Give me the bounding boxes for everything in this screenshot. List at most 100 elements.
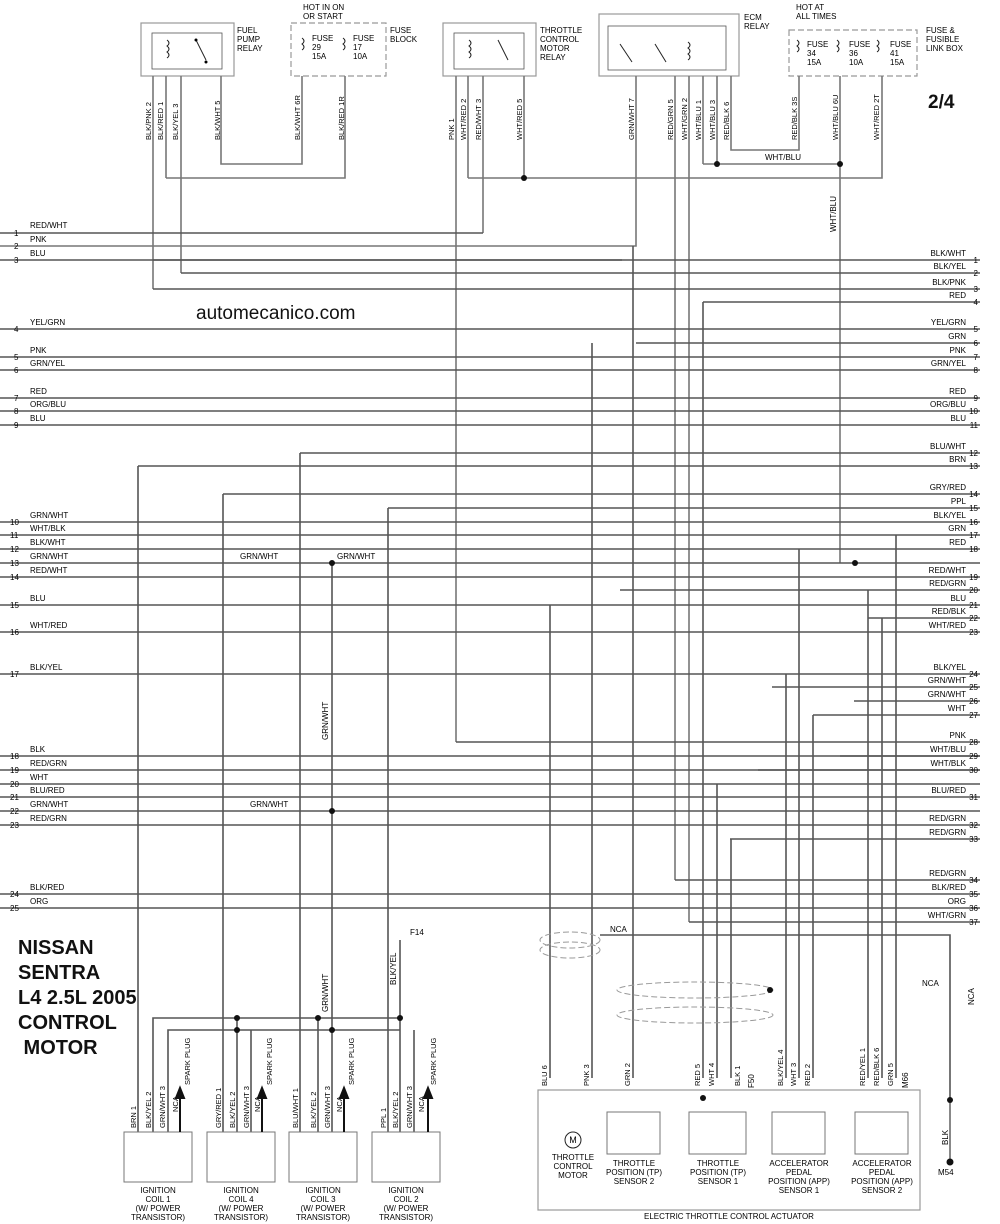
svg-text:WHT: WHT (948, 704, 966, 713)
svg-text:NCA: NCA (253, 1096, 262, 1112)
svg-text:RED/GRN 5: RED/GRN 5 (666, 99, 675, 140)
svg-text:4: 4 (14, 325, 19, 334)
svg-text:ELECTRIC THROTTLE CONTROL ACTU: ELECTRIC THROTTLE CONTROL ACTUATOR (644, 1212, 814, 1221)
svg-text:BRN 1: BRN 1 (129, 1106, 138, 1128)
title-line-2: SENTRA (18, 962, 101, 984)
svg-text:(W/ POWER: (W/ POWER (219, 1204, 264, 1213)
svg-text:SENSOR 1: SENSOR 1 (698, 1177, 739, 1186)
svg-text:FUSE: FUSE (890, 40, 911, 49)
svg-text:10: 10 (969, 407, 978, 416)
ignition-coil-2: PPL 1 BLK/YEL 2 GRN/WHT 3 NCA SPARK PLUG… (371, 1037, 441, 1222)
svg-text:BLK: BLK (30, 745, 46, 754)
svg-text:F50: F50 (747, 1074, 756, 1088)
svg-text:WHT/BLU: WHT/BLU (829, 196, 838, 232)
svg-text:BLU/WHT: BLU/WHT (930, 442, 966, 451)
svg-text:9: 9 (974, 394, 979, 403)
svg-text:34: 34 (807, 49, 816, 58)
svg-text:10A: 10A (849, 58, 864, 67)
svg-text:ECM: ECM (744, 13, 762, 22)
svg-text:24: 24 (969, 670, 978, 679)
svg-text:COIL 2: COIL 2 (393, 1195, 419, 1204)
svg-text:18: 18 (10, 752, 19, 761)
svg-text:PPL 1: PPL 1 (379, 1108, 388, 1128)
svg-text:RED/BLK: RED/BLK (932, 607, 967, 616)
svg-text:MOTOR: MOTOR (540, 44, 570, 53)
svg-text:WHT 4: WHT 4 (707, 1063, 716, 1086)
svg-text:20: 20 (10, 780, 19, 789)
svg-text:WHT/BLU 3: WHT/BLU 3 (708, 100, 717, 140)
svg-text:11: 11 (10, 531, 19, 540)
svg-text:RED: RED (949, 291, 966, 300)
svg-text:WHT/BLK: WHT/BLK (30, 524, 66, 533)
svg-text:POSITION (APP): POSITION (APP) (851, 1177, 913, 1186)
svg-text:CONTROL: CONTROL (553, 1162, 593, 1171)
svg-text:30: 30 (969, 766, 978, 775)
shield-lines (539, 931, 774, 1024)
fuse-block-label-2: BLOCK (390, 35, 418, 44)
svg-text:25: 25 (10, 904, 19, 913)
svg-text:BLK/RED: BLK/RED (932, 883, 966, 892)
svg-text:RED/WHT: RED/WHT (929, 566, 966, 575)
svg-text:SPARK PLUG: SPARK PLUG (183, 1037, 192, 1085)
svg-text:GRN/WHT 3: GRN/WHT 3 (323, 1086, 332, 1128)
fuel-pump-relay-label-1: FUEL (237, 26, 258, 35)
title-line-5: MOTOR (18, 1037, 98, 1059)
svg-text:BLU 6: BLU 6 (540, 1065, 549, 1086)
svg-text:17: 17 (969, 531, 978, 540)
svg-text:BLK/YEL 2: BLK/YEL 2 (144, 1092, 153, 1128)
svg-text:WHT/BLU 1: WHT/BLU 1 (694, 100, 703, 140)
svg-text:12: 12 (10, 545, 19, 554)
svg-text:BLK/YEL: BLK/YEL (934, 663, 967, 672)
svg-text:15: 15 (969, 504, 978, 513)
svg-text:GRN/WHT: GRN/WHT (30, 800, 68, 809)
svg-text:WHT: WHT (30, 773, 48, 782)
svg-text:GRN/WHT: GRN/WHT (321, 974, 330, 1012)
svg-text:BLK/YEL 2: BLK/YEL 2 (391, 1092, 400, 1128)
svg-text:7: 7 (14, 394, 19, 403)
svg-text:BLK/PNK 2: BLK/PNK 2 (144, 102, 153, 140)
svg-text:2: 2 (14, 242, 19, 251)
svg-text:29: 29 (969, 752, 978, 761)
svg-text:RED/BLK 6: RED/BLK 6 (722, 102, 731, 140)
svg-text:BLK/RED 1R: BLK/RED 1R (337, 96, 346, 140)
svg-text:RED: RED (949, 387, 966, 396)
svg-text:GRN/WHT: GRN/WHT (30, 511, 68, 520)
ignition-coil-3: BLU/WHT 1 BLK/YEL 2 GRN/WHT 3 NCA SPARK … (288, 1037, 358, 1222)
svg-text:IGNITION: IGNITION (223, 1186, 259, 1195)
svg-text:8: 8 (14, 407, 19, 416)
svg-text:BLU: BLU (30, 249, 46, 258)
ignition-coil-4: GRY/RED 1 BLK/YEL 2 GRN/WHT 3 NCA SPARK … (206, 1037, 276, 1222)
svg-text:22: 22 (10, 807, 19, 816)
svg-text:BLK/YEL: BLK/YEL (30, 663, 63, 672)
svg-text:TRANSISTOR): TRANSISTOR) (214, 1213, 268, 1222)
svg-text:PEDAL: PEDAL (869, 1168, 896, 1177)
svg-text:BLK 1: BLK 1 (733, 1066, 742, 1086)
svg-text:33: 33 (969, 835, 978, 844)
fuel-pump-relay-label-3: RELAY (237, 44, 263, 53)
svg-text:21: 21 (10, 793, 19, 802)
svg-text:GRN 5: GRN 5 (886, 1063, 895, 1086)
page-number: 2/4 (928, 92, 955, 113)
svg-text:9: 9 (14, 421, 19, 430)
svg-text:7: 7 (974, 353, 979, 362)
svg-text:GRY/RED 1: GRY/RED 1 (214, 1088, 223, 1128)
svg-text:BLU/RED: BLU/RED (931, 786, 966, 795)
svg-text:THROTTLE: THROTTLE (540, 26, 582, 35)
title-line-4: CONTROL (18, 1012, 117, 1034)
svg-text:21: 21 (969, 601, 978, 610)
svg-text:36: 36 (849, 49, 858, 58)
svg-text:FUSE &: FUSE & (926, 26, 956, 35)
svg-text:M54: M54 (938, 1168, 954, 1177)
svg-text:BLK/YEL 2: BLK/YEL 2 (309, 1092, 318, 1128)
svg-text:WHT/GRN: WHT/GRN (928, 911, 966, 920)
svg-text:NCA: NCA (171, 1096, 180, 1112)
fuse-fusible-link-box: FUSE 34 15A FUSE 36 10A FUSE 41 15A HOT … (788, 3, 964, 77)
svg-text:THROTTLE: THROTTLE (552, 1153, 594, 1162)
svg-text:31: 31 (969, 793, 978, 802)
svg-text:6: 6 (974, 339, 979, 348)
svg-text:16: 16 (10, 628, 19, 637)
svg-text:POSITION (TP): POSITION (TP) (690, 1168, 746, 1177)
svg-text:ORG: ORG (30, 897, 48, 906)
svg-text:BLU: BLU (950, 594, 966, 603)
svg-text:M66: M66 (901, 1072, 910, 1088)
